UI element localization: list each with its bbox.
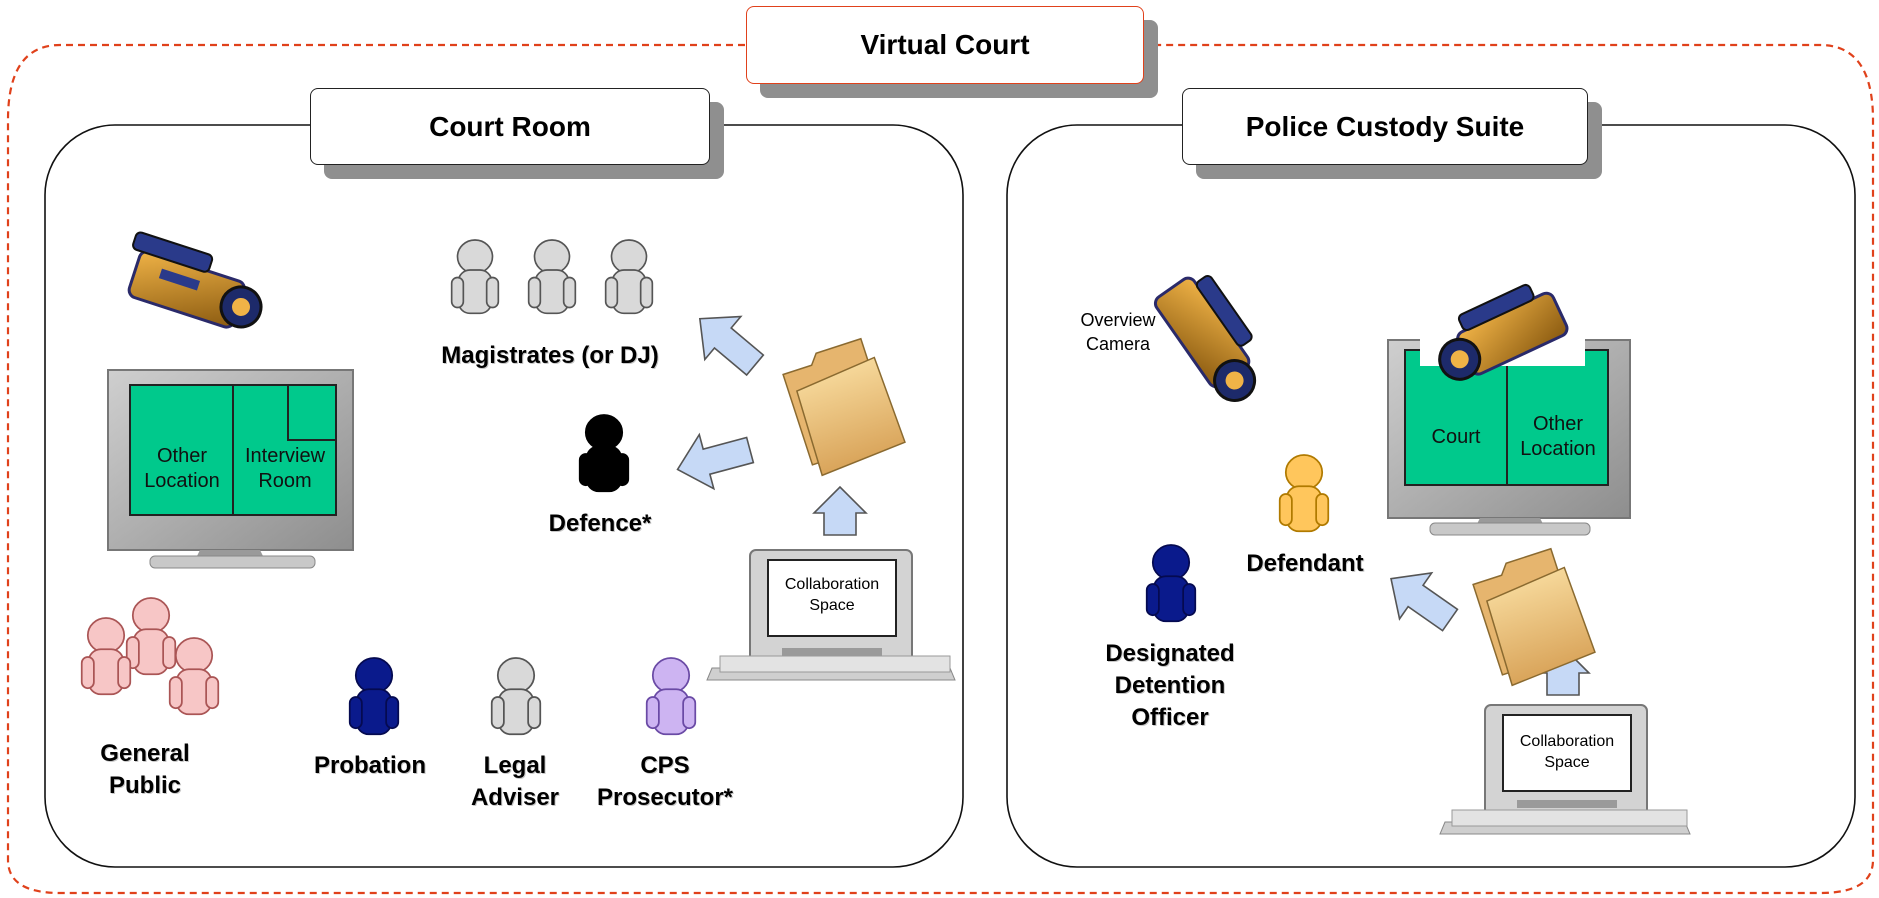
folder-icon bbox=[1472, 547, 1596, 687]
court-screen-left-text: Other Location bbox=[132, 444, 232, 494]
magistrate-person-icon bbox=[527, 238, 577, 315]
overview-camera-icon bbox=[1153, 274, 1257, 403]
custody-screen-right-line2: Location bbox=[1520, 438, 1596, 460]
cps-line1: CPS bbox=[640, 752, 690, 779]
public-person-icon bbox=[80, 616, 132, 696]
arrow-icon bbox=[676, 432, 755, 491]
probation-person-icon bbox=[348, 656, 400, 736]
custody-suite-title: Police Custody Suite bbox=[1182, 88, 1588, 165]
folder-icon bbox=[782, 337, 906, 477]
court-screen-left-line2: Location bbox=[144, 470, 220, 492]
custody-screen-right-line1: Other bbox=[1532, 413, 1584, 435]
general-public-line1: General bbox=[100, 740, 190, 767]
legal-adviser-line2: Adviser bbox=[470, 784, 560, 811]
computer-icon bbox=[706, 549, 956, 681]
custody-screen-right-text: Other Location bbox=[1507, 412, 1609, 462]
court-screen-right-line2: Room bbox=[258, 470, 312, 492]
video-camera-icon bbox=[1438, 283, 1569, 381]
court-collab-text: Collaboration Space bbox=[768, 574, 896, 616]
defence-label: Defence* bbox=[548, 510, 652, 537]
court-room-screen-icon bbox=[107, 369, 354, 569]
officer-person-icon bbox=[1145, 543, 1197, 623]
legal-adviser-line1: Legal bbox=[483, 752, 547, 779]
legal-adviser-label: Legal Adviser bbox=[440, 750, 590, 814]
court-collab-line1: Collaboration bbox=[784, 576, 880, 593]
defendant-person-icon bbox=[1278, 453, 1330, 533]
ddo-line1: Designated bbox=[1105, 640, 1235, 667]
court-screen-right-line1: Interview bbox=[244, 445, 326, 467]
arrow-icon bbox=[698, 315, 765, 377]
ddo-label: Designated Detention Officer bbox=[1080, 638, 1260, 734]
custody-collab-text: Collaboration Space bbox=[1503, 731, 1631, 773]
general-public-label: General Public bbox=[70, 738, 220, 802]
virtual-court-title: Virtual Court bbox=[746, 6, 1144, 84]
cps-prosecutor-label: CPS Prosecutor* bbox=[580, 750, 750, 814]
court-room-title: Court Room bbox=[310, 88, 710, 165]
ddo-line2: Detention bbox=[1114, 672, 1226, 699]
defence-person-icon bbox=[578, 413, 630, 493]
court-collab-line2: Space bbox=[809, 597, 855, 614]
virtual-court-boundary bbox=[6, 43, 1875, 895]
cps-line2: Prosecutor* bbox=[596, 784, 734, 811]
overview-line1: Overview bbox=[1080, 310, 1156, 330]
overview-camera-label: Overview Camera bbox=[1058, 308, 1178, 356]
custody-collab-line1: Collaboration bbox=[1519, 733, 1615, 750]
overview-line2: Camera bbox=[1085, 334, 1151, 354]
cps-person-icon bbox=[645, 656, 697, 736]
legal-adviser-person-icon bbox=[490, 656, 542, 736]
public-person-icon bbox=[168, 636, 220, 716]
magistrates-label: Magistrates (or DJ) bbox=[441, 342, 659, 369]
arrow-icon bbox=[812, 485, 868, 536]
general-public-line2: Public bbox=[108, 772, 181, 799]
probation-label: Probation bbox=[314, 752, 426, 779]
magistrate-person-icon bbox=[604, 238, 654, 315]
magistrate-person-icon bbox=[450, 238, 500, 315]
arrow-icon bbox=[1390, 571, 1459, 632]
computer-icon bbox=[1439, 704, 1691, 835]
video-camera-icon bbox=[127, 231, 263, 329]
ddo-line3: Officer bbox=[1131, 704, 1209, 731]
defendant-label: Defendant bbox=[1246, 550, 1364, 577]
custody-screen-left-text: Court bbox=[1431, 426, 1481, 448]
court-screen-right-text: Interview Room bbox=[234, 444, 336, 494]
court-screen-left-line1: Other bbox=[156, 445, 208, 467]
public-person-icon bbox=[125, 596, 177, 676]
custody-collab-line2: Space bbox=[1544, 754, 1590, 771]
